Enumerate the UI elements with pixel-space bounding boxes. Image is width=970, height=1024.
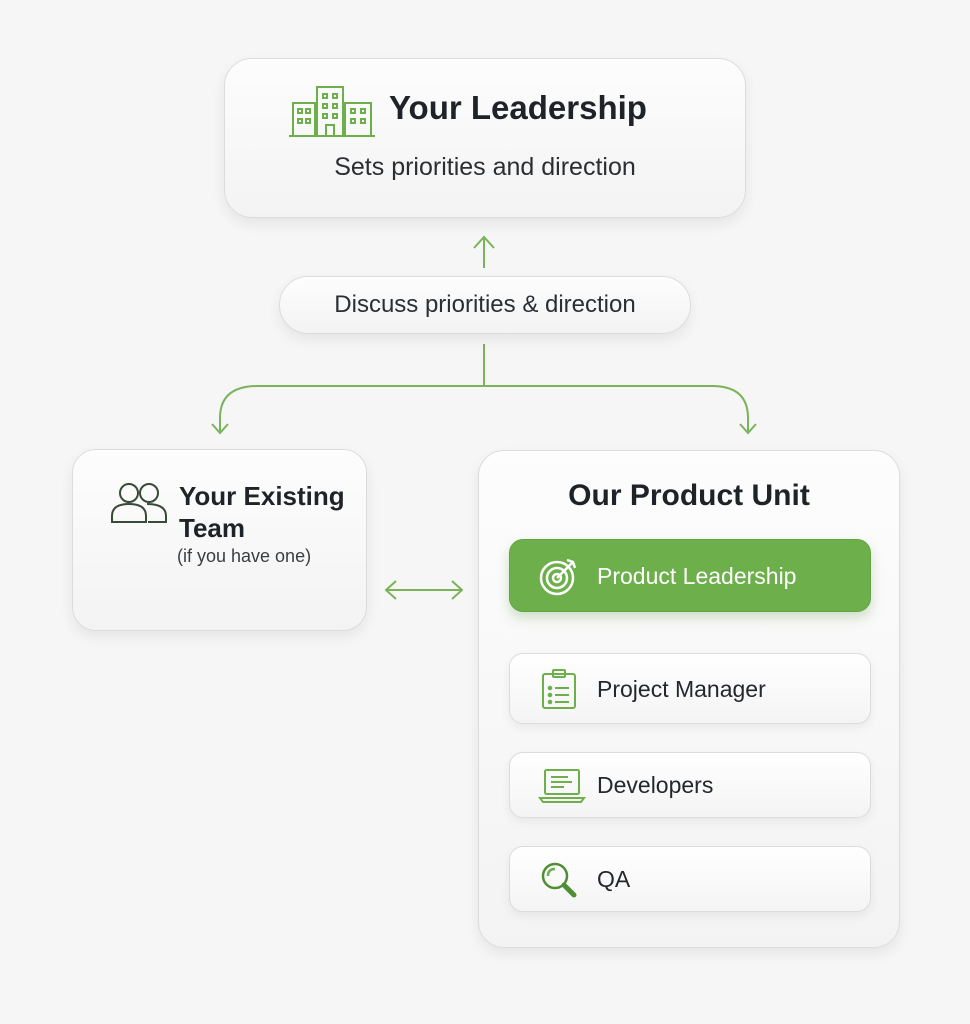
role-label: QA — [597, 866, 631, 892]
discuss-pill: Discuss priorities & direction — [279, 276, 691, 334]
leadership-subtitle: Sets priorities and direction — [334, 153, 636, 181]
arrow-to-team — [211, 423, 229, 435]
product-unit-card: Our Product Unit Product Leadership Proj… — [478, 450, 900, 948]
role-developers: Developers — [509, 752, 871, 818]
role-product-leadership: Product Leadership — [509, 539, 871, 612]
clipboard-icon — [542, 669, 576, 709]
target-icon — [539, 558, 577, 596]
leadership-title: Your Leadership — [389, 89, 647, 126]
role-qa: QA — [509, 846, 871, 912]
role-label: Product Leadership — [597, 563, 797, 589]
existing-team-card: Your Existing Team (if you have one) — [72, 449, 367, 631]
arrow-to-leadership — [473, 235, 495, 268]
leadership-card: Your Leadership Sets priorities and dire… — [224, 58, 746, 218]
users-icon — [111, 483, 167, 523]
role-project-manager: Project Manager — [509, 653, 871, 724]
product-unit-title: Our Product Unit — [568, 479, 810, 512]
existing-team-title: Your Existing Team — [179, 481, 345, 543]
discuss-label: Discuss priorities & direction — [334, 291, 636, 318]
existing-team-note: (if you have one) — [177, 546, 312, 566]
office-building-icon — [289, 86, 375, 137]
role-label: Project Manager — [597, 676, 766, 702]
laptop-icon — [538, 769, 586, 803]
branch-connector — [219, 385, 749, 432]
magnifier-icon — [541, 862, 577, 898]
role-label: Developers — [597, 772, 714, 798]
double-arrow-team-unit — [384, 580, 464, 600]
arrow-to-unit — [739, 423, 757, 435]
